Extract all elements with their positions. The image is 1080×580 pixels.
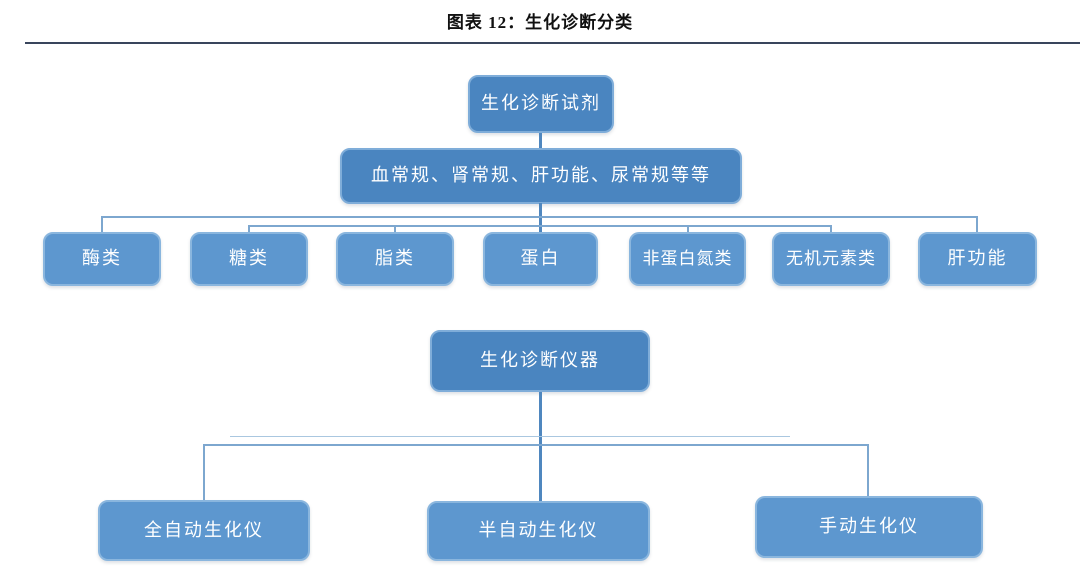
node-label: 无机元素类: [786, 248, 876, 268]
connector-rail-instruments: [203, 444, 869, 446]
node-label: 生化诊断仪器: [480, 350, 600, 371]
node-reagent-child: 肝功能: [918, 232, 1037, 286]
connector-drop-child-6: [830, 225, 832, 232]
connector-drop-child-5: [687, 225, 689, 232]
node-reagent-child: 蛋白: [483, 232, 598, 286]
connector-instrument-center: [539, 392, 542, 502]
connector-root-to-subtitle: [539, 133, 542, 149]
connector-rail-inner: [248, 225, 832, 227]
connector-drop-child-3: [394, 225, 396, 232]
node-label: 脂类: [375, 248, 415, 269]
connector-drop-instrument-3: [867, 444, 869, 496]
node-label: 半自动生化仪: [478, 520, 599, 541]
node-instrument-child: 手动生化仪: [755, 496, 983, 558]
node-label: 糖类: [229, 248, 269, 269]
node-instrument-child: 全自动生化仪: [98, 500, 310, 561]
node-label: 酶类: [82, 248, 122, 269]
node-label: 生化诊断试剂: [481, 93, 601, 114]
node-label: 血常规、肾常规、肝功能、尿常规等等: [371, 165, 711, 186]
node-reagent-child: 酶类: [43, 232, 161, 286]
node-label: 非蛋白氮类: [642, 248, 733, 268]
connector-drop-instrument-1: [203, 444, 205, 500]
connector-drop-child-1: [101, 216, 103, 232]
title-rule: [25, 42, 1080, 44]
node-reagent-subtitle: 血常规、肾常规、肝功能、尿常规等等: [340, 148, 742, 204]
connector-drop-child-7: [976, 216, 978, 232]
node-instrument-child: 半自动生化仪: [427, 501, 650, 561]
connector-rail-outer: [101, 216, 978, 218]
node-label: 全自动生化仪: [144, 519, 264, 540]
node-reagent-child: 脂类: [336, 232, 454, 286]
node-label: 肝功能: [947, 248, 1008, 269]
node-reagent-child: 非蛋白氮类: [629, 232, 746, 286]
node-reagent-root: 生化诊断试剂: [468, 75, 614, 133]
connector-drop-child-2: [248, 225, 250, 232]
node-reagent-child: 无机元素类: [772, 232, 890, 286]
connector-rail-faint: [230, 436, 790, 437]
node-label: 蛋白: [520, 248, 561, 269]
node-label: 手动生化仪: [819, 516, 919, 537]
node-instrument-root: 生化诊断仪器: [430, 330, 650, 392]
figure-title: 图表 12：生化诊断分类: [446, 13, 634, 32]
node-reagent-child: 糖类: [190, 232, 308, 286]
